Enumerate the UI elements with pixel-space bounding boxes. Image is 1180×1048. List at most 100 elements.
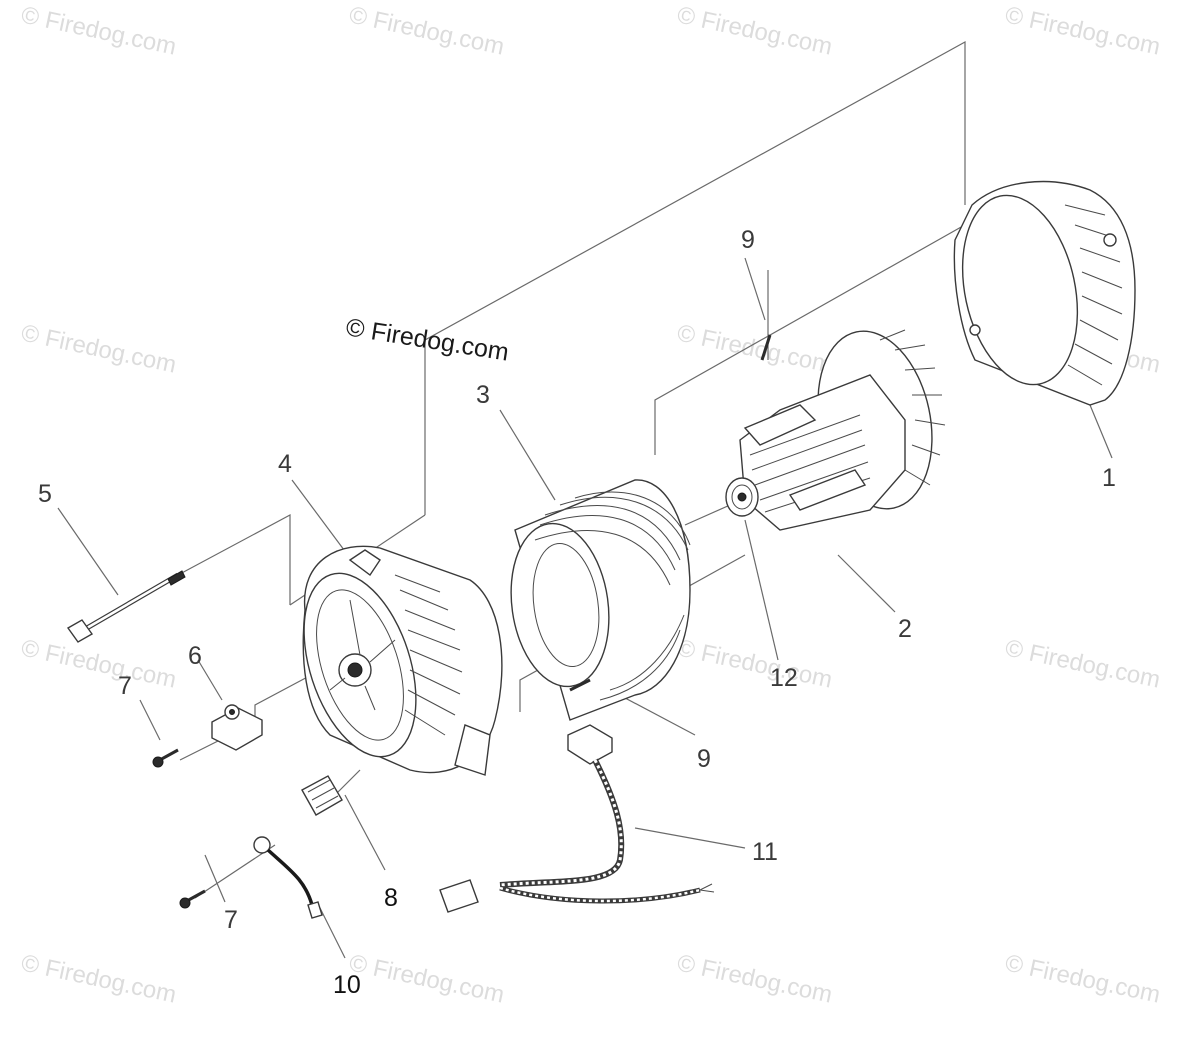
callout-9-top: 9 <box>741 226 755 254</box>
ground-wire-ring <box>253 836 271 854</box>
callout-5: 5 <box>38 480 52 508</box>
assembly-line-shaft <box>684 504 731 526</box>
assembly-line-screw-lower <box>194 844 276 899</box>
part-bolt <box>66 570 186 643</box>
end-bell-foot <box>454 724 491 776</box>
slip-ring-inner <box>731 484 753 510</box>
leader-5 <box>57 507 119 596</box>
stator-face <box>510 522 610 688</box>
part-screws <box>152 748 206 909</box>
ring-housing-lug-upper <box>1103 233 1117 247</box>
part-bracket <box>211 704 263 751</box>
callout-4: 4 <box>278 450 292 478</box>
bolt-thread <box>167 570 186 586</box>
callout-2: 2 <box>898 615 912 643</box>
watermark-tile: © Firedog.com <box>675 949 835 1008</box>
leader-7-lower <box>204 854 226 903</box>
callout-3: 3 <box>476 381 490 409</box>
part-stator <box>510 479 691 721</box>
screw-lower-head <box>179 897 191 909</box>
callout-7-lower: 7 <box>224 906 238 934</box>
callout-10: 10 <box>333 971 361 999</box>
ground-wire-terminal <box>307 901 323 919</box>
rotor-windings <box>749 414 871 513</box>
callout-12: 12 <box>770 664 798 692</box>
leader-12 <box>744 519 779 661</box>
part-wiring-harness <box>439 724 715 913</box>
part-pins <box>569 334 772 692</box>
leader-4 <box>291 479 351 559</box>
stator-lower-laminations <box>599 614 685 701</box>
harness-wire-ends <box>699 883 715 893</box>
watermark-tile: © Firedog.com <box>675 319 835 378</box>
leader-10 <box>319 907 346 959</box>
watermark-tile: © Firedog.com <box>19 949 179 1008</box>
bracket-eye-hole <box>229 709 235 715</box>
watermark-tile: © Firedog.com <box>19 634 179 693</box>
screw-upper-head <box>152 756 164 768</box>
leader-2 <box>837 554 896 613</box>
callout-1: 1 <box>1102 464 1116 492</box>
leader-11 <box>634 827 746 849</box>
end-bell-tab <box>348 549 381 577</box>
watermark-tile: © Firedog.com <box>347 949 507 1008</box>
watermark-tile: © Firedog.com <box>19 319 179 378</box>
watermark-tile: © Firedog.com <box>675 1 835 60</box>
bolt-shaft-highlight <box>79 573 179 634</box>
ring-housing-fins <box>1064 204 1123 386</box>
brush-holder-ribs <box>307 779 339 809</box>
assembly-line-top <box>424 40 966 515</box>
end-bell-spokes <box>329 599 396 711</box>
leader-7-upper <box>139 699 161 741</box>
part-slip-ring <box>725 477 759 517</box>
watermark-main: © Firedog.com <box>344 313 511 366</box>
watermark-tile: © Firedog.com <box>1003 949 1163 1008</box>
callout-11: 11 <box>752 838 778 866</box>
leader-1 <box>1089 404 1113 459</box>
part-end-bell <box>302 545 503 776</box>
slip-ring-bore <box>737 492 747 502</box>
ground-wire-cable <box>266 848 314 906</box>
pin-bottom <box>569 678 591 692</box>
rotor-fan-blades <box>879 329 946 486</box>
watermark-tile: © Firedog.com <box>1003 1 1163 60</box>
end-bell-face-inner <box>316 589 404 741</box>
watermark-tile: © Firedog.com <box>675 634 835 693</box>
harness-connector-bottom <box>439 879 479 913</box>
harness-connector-top <box>567 724 613 765</box>
brush-holder-body <box>301 775 343 816</box>
callout-6: 6 <box>188 642 202 670</box>
assembly-line-rotor <box>654 221 971 455</box>
rotor-pole <box>788 469 867 511</box>
leader-3 <box>499 409 556 501</box>
leader-6 <box>197 659 223 701</box>
callout-7-upper: 7 <box>118 672 132 700</box>
part-ring-housing <box>953 180 1136 406</box>
harness-braid <box>499 759 623 887</box>
watermark-tile: © Firedog.com <box>19 1 179 60</box>
part-brush-holder <box>301 775 343 816</box>
rotor-pole-upper <box>743 404 817 446</box>
callout-8: 8 <box>384 884 398 912</box>
callout-leaders <box>57 257 1113 959</box>
leader-9-top <box>744 257 766 321</box>
stator-laminations <box>534 491 691 586</box>
end-bell-bore <box>347 662 363 678</box>
watermark-tile: © Firedog.com <box>1003 634 1163 693</box>
harness-cable-branch <box>499 885 701 904</box>
assembly-line-bolt <box>177 513 291 605</box>
watermark-tile: © Firedog.com <box>347 1 507 60</box>
pin-top <box>760 334 772 361</box>
ring-housing-lug-lower <box>969 324 981 336</box>
end-bell-fins <box>394 574 463 736</box>
bolt-head <box>66 619 94 643</box>
callout-9-bottom: 9 <box>697 745 711 773</box>
callout-labels: 1 2 3 4 5 6 7 7 8 9 9 10 11 12 <box>38 226 1116 999</box>
part-ground-wire <box>253 836 323 919</box>
ring-housing-opening <box>961 194 1079 386</box>
stator-bore <box>532 542 600 668</box>
leader-8 <box>344 794 386 871</box>
part-rotor <box>739 329 946 531</box>
